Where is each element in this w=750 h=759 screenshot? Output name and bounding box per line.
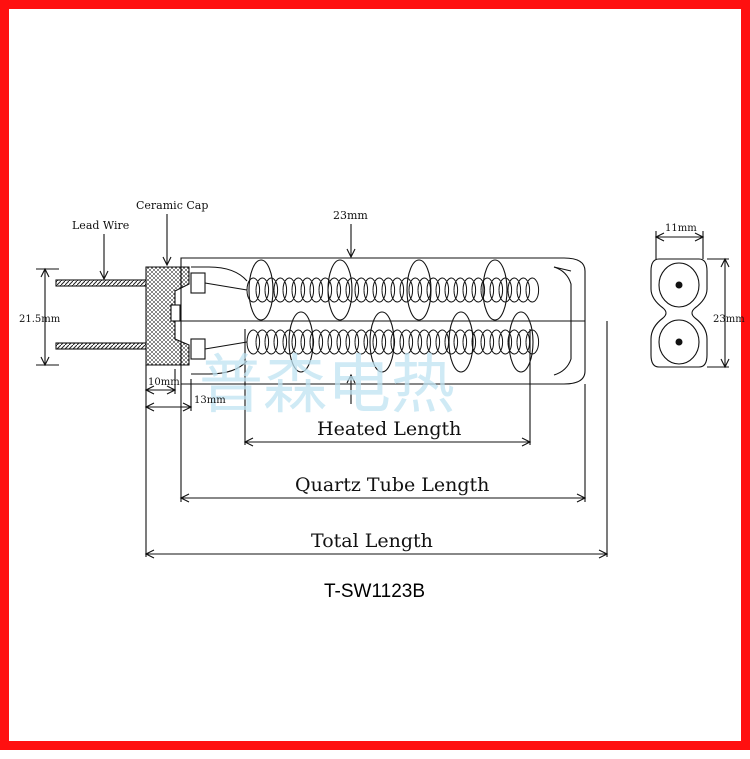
quartz-tube xyxy=(180,257,586,385)
heater-drawing: 普森电热 Lead Wire Ceramic Cap 23mm 21.5mm 1… xyxy=(19,199,745,602)
lead-wire-label: Lead Wire xyxy=(72,219,129,232)
height-label: 21.5mm xyxy=(19,314,61,325)
lead-wire-top xyxy=(55,279,147,287)
heated-length-label: Heated Length xyxy=(317,418,461,440)
quartz-tube-length-label: Quartz Tube Length xyxy=(295,474,489,496)
diameter-label: 23mm xyxy=(333,209,368,222)
section-width-label: 11mm xyxy=(665,223,697,234)
cross-section xyxy=(650,258,708,368)
section-core-bottom xyxy=(675,338,683,346)
section-height-label: 23mm xyxy=(713,314,745,325)
model-number: T-SW1123B xyxy=(324,581,425,602)
lead-wire-bottom xyxy=(55,342,147,350)
offset-label: 13mm xyxy=(194,395,226,406)
total-length-label: Total Length xyxy=(311,530,433,552)
heating-coil-top xyxy=(246,277,540,303)
ceramic-cap-label: Ceramic Cap xyxy=(136,199,208,212)
heating-coil-bottom xyxy=(246,329,540,355)
watermark: 普森电热 xyxy=(199,349,455,423)
cap-width-label: 10mm xyxy=(148,377,180,388)
section-core-top xyxy=(675,281,683,289)
ceramic-cap xyxy=(145,266,190,366)
